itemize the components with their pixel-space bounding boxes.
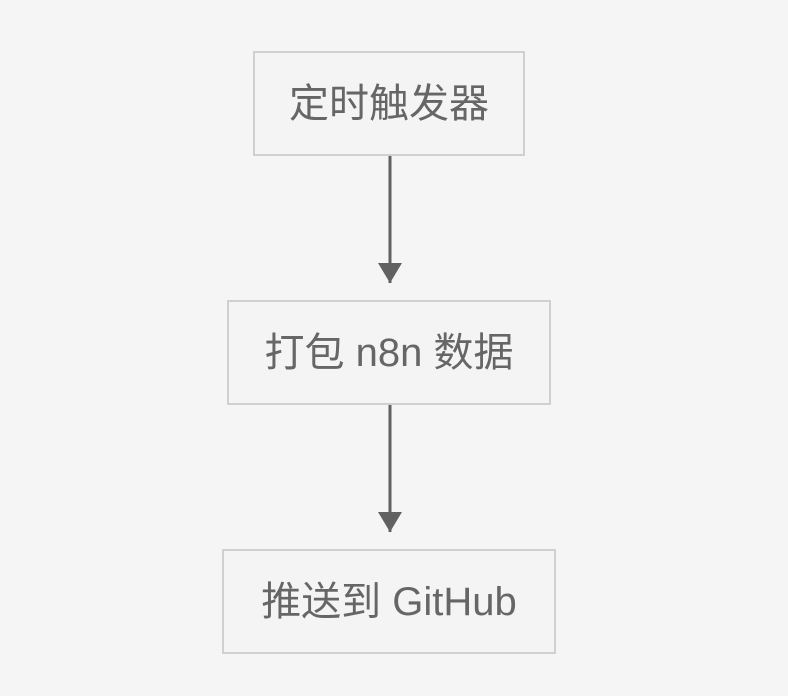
flowchart-edge-trigger-to-package xyxy=(378,156,402,283)
flowchart-node-label: 定时触发器 xyxy=(289,81,489,126)
flowchart-node-label: 推送到 GitHub xyxy=(261,579,517,624)
flowchart-node-push[interactable]: 推送到 GitHub xyxy=(222,549,556,654)
flowchart-node-label: 打包 n8n 数据 xyxy=(264,330,514,375)
flowchart-node-trigger[interactable]: 定时触发器 xyxy=(253,51,525,156)
arrowhead-icon xyxy=(378,263,402,283)
arrowhead-icon xyxy=(378,512,402,532)
flowchart-node-package[interactable]: 打包 n8n 数据 xyxy=(227,300,551,405)
flowchart-edge-package-to-push xyxy=(378,405,402,532)
